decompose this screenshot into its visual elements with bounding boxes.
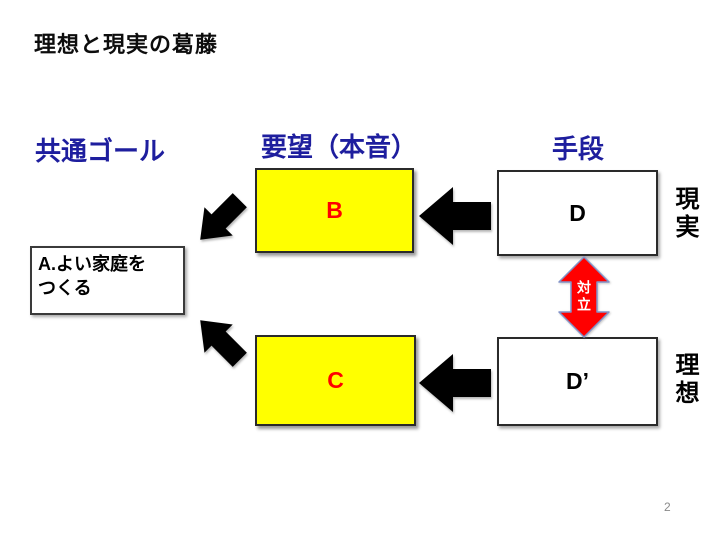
side-label-reality: 現実: [671, 186, 698, 242]
double-arrow-vertical-icon: 対立: [552, 256, 616, 338]
box-d-means-reality: D: [497, 170, 658, 256]
slide-title: 理想と現実の葛藤: [34, 32, 219, 57]
page-number: 2: [664, 500, 671, 514]
box-c-desire-ideal: C: [255, 335, 416, 426]
block-arrow-down-left-icon: [186, 186, 254, 254]
block-arrow-up-left-icon: [186, 306, 254, 374]
box-d-prime-label: D’: [566, 368, 589, 394]
box-d-prime-means-ideal: D’: [497, 337, 658, 426]
box-a-line2: つくる: [38, 278, 92, 299]
block-arrow-left-icon: [419, 352, 491, 414]
box-a-text: A.よい家庭を つくる: [38, 252, 146, 301]
box-b-desire-reality: B: [255, 168, 414, 253]
box-a-common-goal: A.よい家庭を つくる: [30, 246, 185, 315]
box-b-label: B: [326, 197, 343, 223]
block-arrow-left-icon: [419, 185, 491, 247]
box-d-label: D: [569, 199, 586, 226]
column-header-desire: 要望（本音）: [261, 132, 418, 162]
side-label-ideal: 理想: [671, 352, 698, 408]
column-header-means: 手段: [552, 134, 605, 164]
box-c-label: C: [327, 367, 344, 393]
column-header-common-goal: 共通ゴール: [35, 136, 166, 166]
conflict-label: 対立: [576, 280, 592, 314]
box-a-line1: A.よい家庭を: [38, 254, 146, 274]
